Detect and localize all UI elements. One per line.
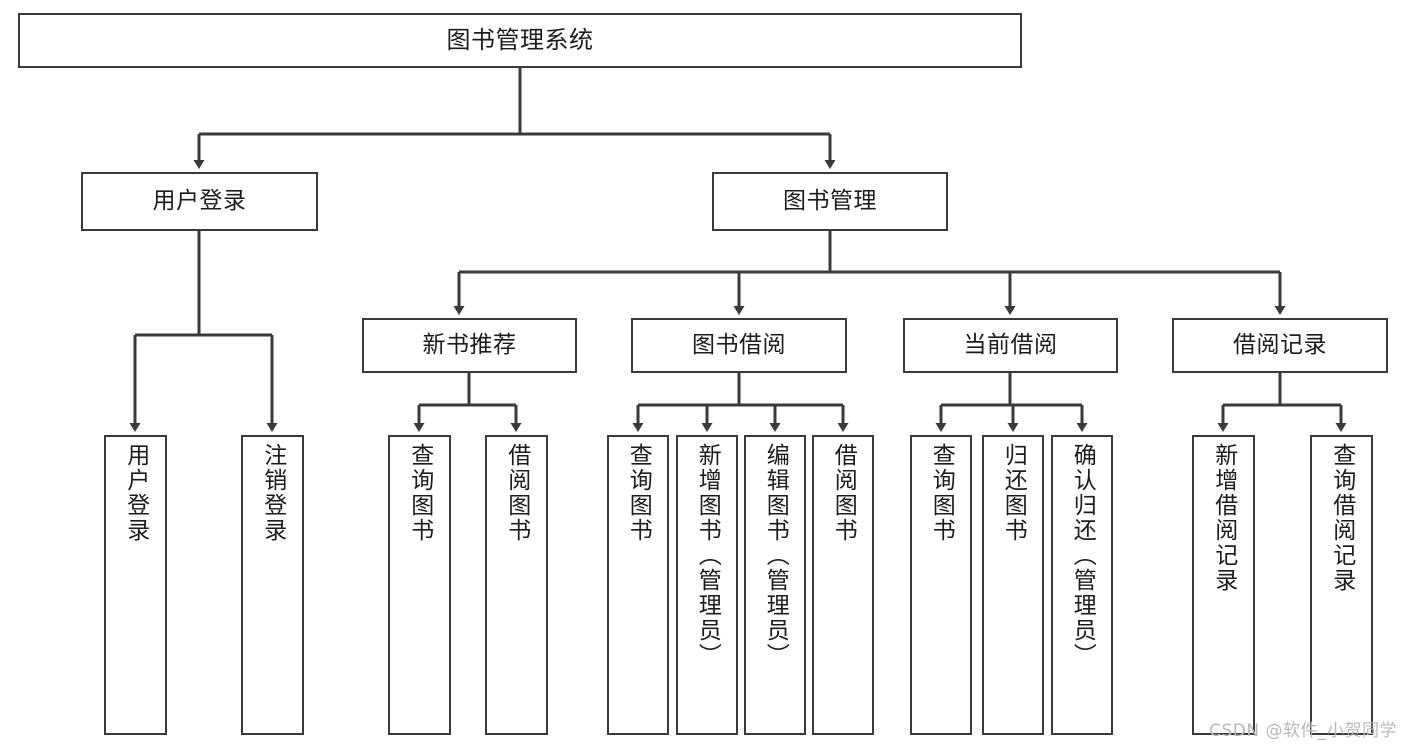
- node-label: 图书借阅: [692, 331, 786, 358]
- node-label: 查询借阅记录: [1328, 443, 1355, 593]
- node-label: 用户登录: [152, 187, 247, 214]
- node-borrow-record[interactable]: 借阅记录: [1172, 318, 1388, 373]
- node-label: 确认归还（管理员）: [1069, 443, 1096, 668]
- csdn-watermark: CSDN @软件_小贺同学: [1209, 721, 1397, 741]
- leaf-current-query-book[interactable]: 查询图书: [910, 435, 972, 735]
- node-label: 查询图书: [625, 443, 652, 543]
- node-book-borrow[interactable]: 图书借阅: [631, 318, 847, 373]
- leaf-record-query[interactable]: 查询借阅记录: [1310, 435, 1373, 735]
- node-root-system[interactable]: 图书管理系统: [18, 13, 1022, 68]
- leaf-current-return-book[interactable]: 归还图书: [982, 435, 1044, 735]
- node-user-login[interactable]: 用户登录: [81, 172, 318, 231]
- node-book-management[interactable]: 图书管理: [712, 172, 948, 231]
- node-label: 新增图书（管理员）: [694, 443, 721, 668]
- leaf-user-login-signout[interactable]: 注销登录: [241, 435, 304, 735]
- leaf-new-book-query[interactable]: 查询图书: [388, 435, 451, 735]
- node-label: 编辑图书（管理员）: [762, 443, 789, 668]
- leaf-borrow-query-book[interactable]: 查询图书: [607, 435, 669, 735]
- node-label: 图书管理系统: [446, 26, 594, 55]
- node-label: 借阅记录: [1233, 331, 1327, 358]
- leaf-user-login-signin[interactable]: 用户登录: [104, 435, 167, 735]
- node-label: 查询图书: [406, 443, 433, 543]
- node-label: 注销登录: [259, 443, 286, 543]
- node-current-borrow[interactable]: 当前借阅: [903, 318, 1118, 373]
- leaf-current-confirm-return-admin[interactable]: 确认归还（管理员）: [1051, 435, 1113, 735]
- leaf-record-add[interactable]: 新增借阅记录: [1192, 435, 1255, 735]
- node-label: 新书推荐: [422, 331, 517, 358]
- leaf-borrow-borrow-book[interactable]: 借阅图书: [812, 435, 874, 735]
- node-label: 归还图书: [1000, 443, 1027, 543]
- leaf-borrow-add-book-admin[interactable]: 新增图书（管理员）: [676, 435, 738, 735]
- node-label: 图书管理: [783, 187, 877, 214]
- leaf-new-book-borrow[interactable]: 借阅图书: [485, 435, 548, 735]
- node-label: 借阅图书: [503, 443, 530, 543]
- node-label: 借阅图书: [830, 443, 857, 543]
- node-label: 当前借阅: [963, 331, 1058, 358]
- node-new-book-recommend[interactable]: 新书推荐: [362, 318, 577, 373]
- node-label: 用户登录: [122, 443, 149, 543]
- leaf-borrow-edit-book-admin[interactable]: 编辑图书（管理员）: [744, 435, 806, 735]
- node-label: 查询图书: [928, 443, 955, 543]
- node-label: 新增借阅记录: [1210, 443, 1237, 593]
